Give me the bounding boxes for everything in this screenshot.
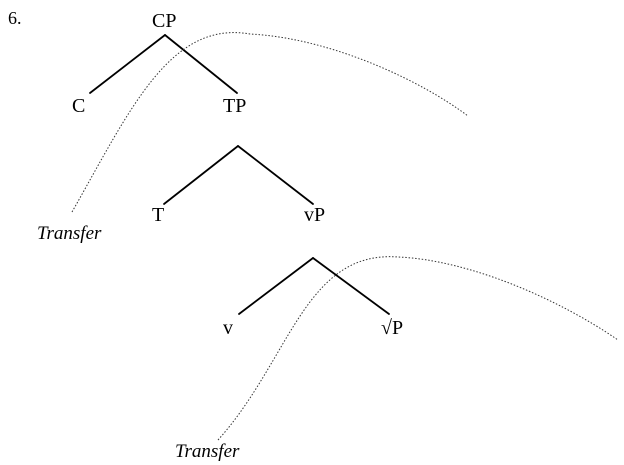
- transfer-label-upper: Transfer: [37, 223, 102, 244]
- node-tp: TP: [223, 95, 246, 117]
- branch-vp-to-v: [238, 257, 314, 315]
- node-little-v: v: [223, 317, 233, 339]
- node-cp: CP: [152, 10, 176, 32]
- transfer-curve-upper: [71, 32, 469, 213]
- transfer-label-lower: Transfer: [175, 441, 240, 462]
- node-c: C: [72, 95, 85, 117]
- node-vp: vP: [304, 204, 325, 226]
- branch-cp-to-c: [89, 34, 166, 94]
- branch-vp-to-rootp: [312, 257, 390, 315]
- node-t: T: [152, 204, 164, 226]
- example-number: 6.: [8, 8, 22, 28]
- branch-tp-to-vp: [237, 145, 314, 205]
- branch-tp-to-t: [163, 145, 239, 205]
- node-root-p: √P: [381, 317, 403, 339]
- transfer-curve-lower: [217, 256, 619, 441]
- branch-cp-to-tp: [164, 34, 238, 94]
